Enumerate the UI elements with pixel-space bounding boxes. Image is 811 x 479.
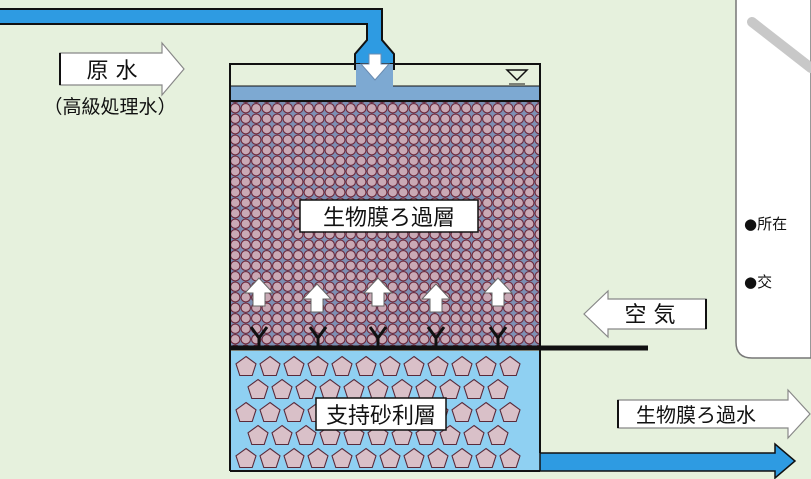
info-location: ●所在 (744, 215, 787, 233)
water-level-icon (505, 69, 529, 82)
gravel-stone (247, 424, 269, 446)
filtered-water-arrow (617, 388, 811, 440)
gravel-stone (295, 424, 317, 446)
outlet-pipe (539, 442, 797, 479)
raw-water-sublabel: （高級処理水） (43, 96, 176, 118)
gravel-stone (463, 424, 485, 446)
water-surface (231, 86, 539, 100)
gravel-stone (463, 378, 485, 400)
gravel-stone (235, 447, 257, 469)
gravel-stone (451, 447, 473, 469)
gravel-stone (487, 378, 509, 400)
gravel-stone (307, 447, 329, 469)
gravel-stone (355, 447, 377, 469)
arrow-up-icon (243, 277, 275, 307)
gravel-stone (475, 355, 497, 377)
gravel-stone (271, 378, 293, 400)
gravel-stone (247, 378, 269, 400)
arrow-up-icon (482, 277, 514, 307)
gravel-stone (283, 447, 305, 469)
gravel-stone (283, 401, 305, 423)
gravel-stone (439, 378, 461, 400)
filtered-water-label: 生物膜ろ過水 (636, 403, 756, 427)
arrow-up-icon (362, 277, 394, 307)
gravel-stone (307, 355, 329, 377)
gravel-stone (259, 447, 281, 469)
tank (229, 63, 541, 101)
arrow-up-icon (301, 283, 333, 313)
inlet-pipe (0, 8, 395, 70)
gravel-stone (499, 401, 521, 423)
gravel-stone (235, 401, 257, 423)
gravel-stone (271, 424, 293, 446)
gravel-stone (475, 447, 497, 469)
filter-layer-label: 生物膜ろ過層 (323, 206, 455, 231)
gravel-stone (427, 355, 449, 377)
gravel-label-box (315, 397, 447, 431)
gravel-stone (295, 378, 317, 400)
arrow-down-icon (359, 53, 391, 81)
gravel-stone (403, 447, 425, 469)
gravel-stone (499, 447, 521, 469)
gravel-stone (451, 401, 473, 423)
gravel-stone (487, 424, 509, 446)
air-label: 空 気 (625, 303, 676, 328)
raw-water-label: 原 水 (87, 59, 138, 84)
gravel-stone (499, 355, 521, 377)
gravel-stone (379, 447, 401, 469)
gravel-stone (331, 355, 353, 377)
gravel-layer-label: 支持砂利層 (326, 404, 436, 429)
decorative-stroke (747, 17, 811, 73)
aeration-arrows (243, 277, 514, 313)
gravel-stone (403, 355, 425, 377)
gravel-stone (475, 401, 497, 423)
arrow-up-icon (420, 283, 452, 313)
gravel-stone (259, 401, 281, 423)
air-arrow (583, 289, 707, 339)
gravel-stone (451, 355, 473, 377)
info-panel (735, 0, 811, 359)
info-access: ●交 (744, 273, 772, 291)
gravel-stone (427, 447, 449, 469)
gravel-stone (355, 355, 377, 377)
gravel-stone (235, 355, 257, 377)
gravel-stone (283, 355, 305, 377)
gravel-stone (259, 355, 281, 377)
raw-water-arrow (59, 41, 185, 97)
gravel-stone (331, 447, 353, 469)
gravel-stone (379, 355, 401, 377)
filter-label-box (299, 199, 479, 233)
